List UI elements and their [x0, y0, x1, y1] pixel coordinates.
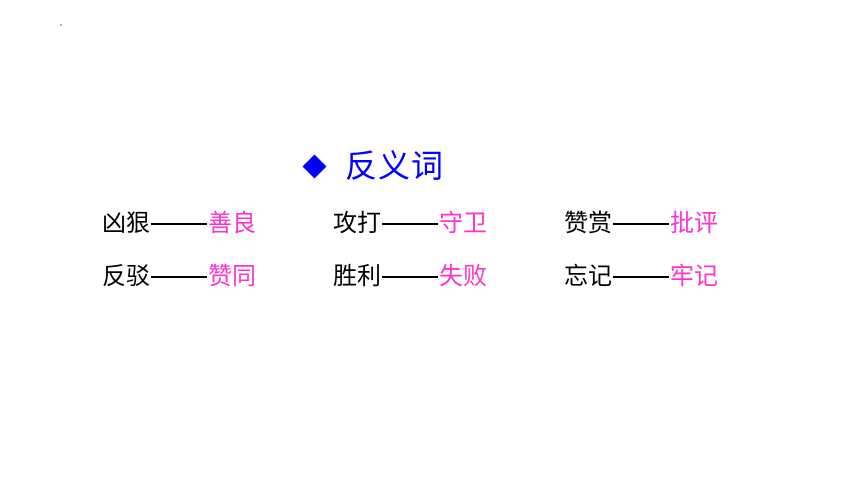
dash-divider [151, 223, 207, 225]
antonym-pair: 胜利 失败 [333, 259, 487, 293]
word: 忘记 [564, 262, 612, 290]
antonym-pair: 忘记 牢记 [564, 259, 718, 293]
word: 反驳 [102, 262, 150, 290]
antonym-word: 批评 [670, 209, 718, 237]
heading-title: 反义词 [345, 147, 445, 185]
antonym-word: 失败 [439, 262, 487, 290]
antonym-word: 赞同 [208, 262, 256, 290]
word: 赞赏 [564, 209, 612, 237]
antonym-word: 牢记 [670, 262, 718, 290]
word: 攻打 [333, 209, 381, 237]
dash-divider [613, 223, 669, 225]
word: 凶狠 [102, 209, 150, 237]
antonym-pair: 凶狠 善良 [102, 206, 256, 240]
dash-divider [382, 223, 438, 225]
section-heading: 反义词 [300, 146, 444, 186]
antonym-pair: 攻打 守卫 [333, 206, 487, 240]
dash-divider [382, 276, 438, 278]
dash-divider [151, 276, 207, 278]
antonym-pair: 反驳 赞同 [102, 259, 256, 293]
word: 胜利 [333, 262, 381, 290]
antonym-pair: 赞赏 批评 [564, 206, 718, 240]
diamond-icon [302, 153, 327, 179]
antonym-word: 善良 [208, 209, 256, 237]
antonym-word: 守卫 [439, 209, 487, 237]
corner-dot [60, 24, 62, 26]
dash-divider [613, 276, 669, 278]
